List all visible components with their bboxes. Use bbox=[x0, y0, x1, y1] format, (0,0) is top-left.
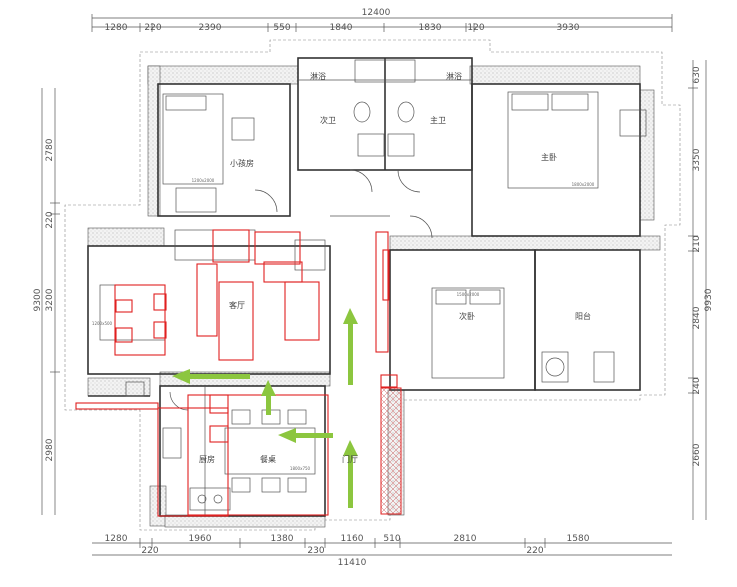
bottom-dim-3: 1960 bbox=[189, 534, 212, 544]
room-labels: 淋浴 淋浴 次卫 主卫 小孩房 主卧 客厅 次卧 阳台 厨房 餐桌 门厅 bbox=[199, 71, 591, 464]
note-small-bed: 1200x2000 bbox=[192, 178, 215, 183]
right-dim-6: 2660 bbox=[692, 443, 702, 466]
bottom-total-dim: 11410 bbox=[338, 558, 367, 568]
right-total-dim: 9930 bbox=[704, 288, 714, 311]
note-second-bed: 1500x2000 bbox=[457, 292, 480, 297]
left-dim-1: 2780 bbox=[45, 138, 55, 161]
furniture bbox=[99, 59, 647, 511]
left-dim-3: 3200 bbox=[45, 288, 55, 311]
arrow-up-foyer bbox=[343, 440, 358, 508]
label-small-bedroom: 小孩房 bbox=[230, 158, 254, 168]
left-dim-2: 220 bbox=[45, 211, 55, 228]
note-desk: 1200x500 bbox=[92, 321, 113, 326]
bottom-dim-2: 220 bbox=[141, 546, 158, 556]
label-living-room: 客厅 bbox=[229, 300, 245, 310]
top-dim-5: 1840 bbox=[330, 23, 353, 33]
door-swings bbox=[169, 169, 433, 411]
right-dim-2: 3350 bbox=[692, 148, 702, 171]
red-markups bbox=[75, 229, 402, 517]
label-dining: 餐桌 bbox=[260, 454, 276, 464]
label-kitchen: 厨房 bbox=[199, 454, 215, 464]
label-second-bedroom: 次卧 bbox=[459, 311, 475, 321]
note-master-bed: 1800x2000 bbox=[572, 182, 595, 187]
bottom-dim-9: 220 bbox=[526, 546, 543, 556]
label-second-bath: 次卫 bbox=[320, 115, 336, 125]
label-main-bath: 主卫 bbox=[430, 115, 446, 125]
right-dim-3: 210 bbox=[692, 235, 702, 252]
label-bath-right: 淋浴 bbox=[446, 71, 462, 81]
furniture-notes: 1200x2000 1800x2000 1500x2000 1200x500 1… bbox=[92, 178, 595, 471]
right-dimension-chain: 630 3350 210 2840 240 2660 9930 bbox=[688, 60, 714, 520]
bottom-dim-4: 1380 bbox=[271, 534, 294, 544]
label-bath-left: 淋浴 bbox=[310, 71, 326, 81]
top-dim-8: 3930 bbox=[557, 23, 580, 33]
right-dim-1: 630 bbox=[692, 66, 702, 83]
bottom-dimension-chain: 1280 220 1960 1380 230 1160 510 2810 220… bbox=[92, 534, 672, 568]
arrow-up-corridor bbox=[343, 308, 358, 385]
top-dimension-chain: 12400 1280 220 2390 550 1840 1830 120 39… bbox=[91, 8, 673, 33]
left-dim-4: 2980 bbox=[45, 438, 55, 461]
top-dim-3: 2390 bbox=[199, 23, 222, 33]
top-dim-2: 220 bbox=[144, 23, 161, 33]
bottom-dim-5: 230 bbox=[307, 546, 324, 556]
flow-arrows bbox=[172, 308, 358, 508]
top-dim-1: 1280 bbox=[105, 23, 128, 33]
arrow-left-dining bbox=[278, 428, 333, 443]
arrow-left-kitchen bbox=[172, 369, 250, 384]
room-walls bbox=[87, 57, 641, 517]
arrow-up-dining bbox=[261, 380, 276, 415]
top-total-dim: 12400 bbox=[362, 8, 391, 18]
label-master-bedroom: 主卧 bbox=[541, 152, 557, 162]
bottom-dim-7: 510 bbox=[383, 534, 400, 544]
label-foyer: 门厅 bbox=[342, 454, 358, 464]
bottom-dim-8: 2810 bbox=[454, 534, 477, 544]
note-dining-table: 1800x750 bbox=[290, 466, 311, 471]
outer-boundary bbox=[64, 39, 681, 531]
top-dim-7: 120 bbox=[467, 23, 484, 33]
bottom-dim-6: 1160 bbox=[341, 534, 364, 544]
top-dim-4: 550 bbox=[273, 23, 290, 33]
left-dimension-chain: 9300 2780 220 3200 2980 bbox=[33, 88, 60, 515]
top-dim-6: 1830 bbox=[419, 23, 442, 33]
right-dim-5: 240 bbox=[692, 377, 702, 394]
right-dim-4: 2840 bbox=[692, 306, 702, 329]
label-balcony: 阳台 bbox=[575, 311, 591, 321]
bottom-dim-1: 1280 bbox=[105, 534, 128, 544]
left-total-dim: 9300 bbox=[33, 288, 43, 311]
bottom-dim-10: 1580 bbox=[567, 534, 590, 544]
